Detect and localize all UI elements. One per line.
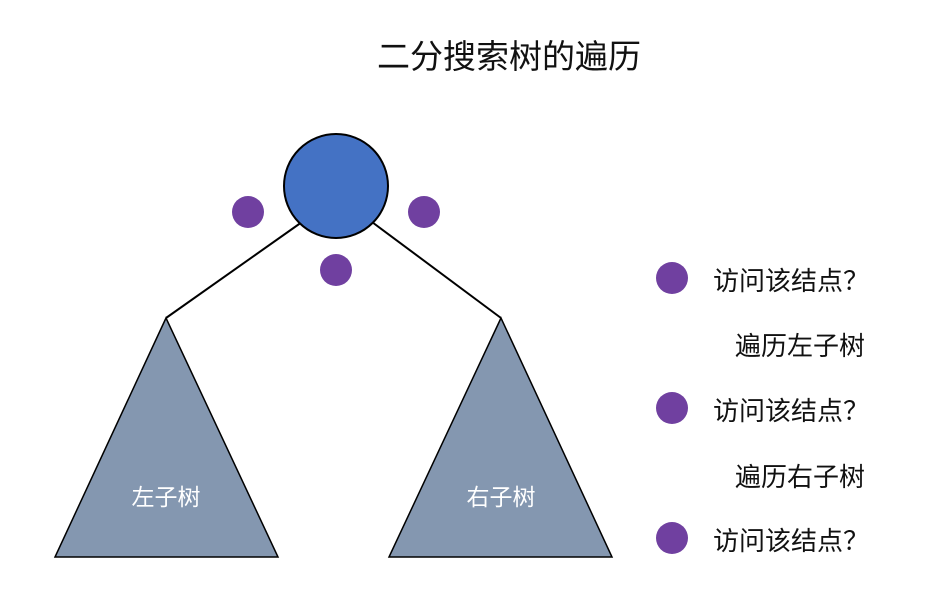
edge-root-left	[165, 221, 303, 319]
step-2-text: 遍历左子树	[735, 332, 866, 362]
step-3-text: 访问该结点？	[713, 397, 870, 427]
diagram-title: 二分搜索树的遍历	[377, 37, 641, 76]
edge-root-right	[371, 221, 502, 319]
step-4-text: 遍历右子树	[735, 463, 866, 493]
step-1-marker	[656, 262, 688, 294]
inorder-visit-marker	[320, 254, 352, 286]
postorder-visit-marker	[408, 196, 440, 228]
root-node	[283, 133, 389, 239]
left-subtree-triangle	[53, 316, 280, 558]
preorder-visit-marker	[232, 196, 264, 228]
step-1-text: 访问该结点？	[713, 267, 870, 297]
step-5-text: 访问该结点？	[713, 527, 870, 557]
left-subtree-label: 左子树	[132, 485, 201, 511]
right-subtree-triangle	[387, 316, 614, 558]
right-subtree-label: 右子树	[467, 485, 536, 511]
step-3-marker	[656, 392, 688, 424]
step-5-marker	[656, 522, 688, 554]
